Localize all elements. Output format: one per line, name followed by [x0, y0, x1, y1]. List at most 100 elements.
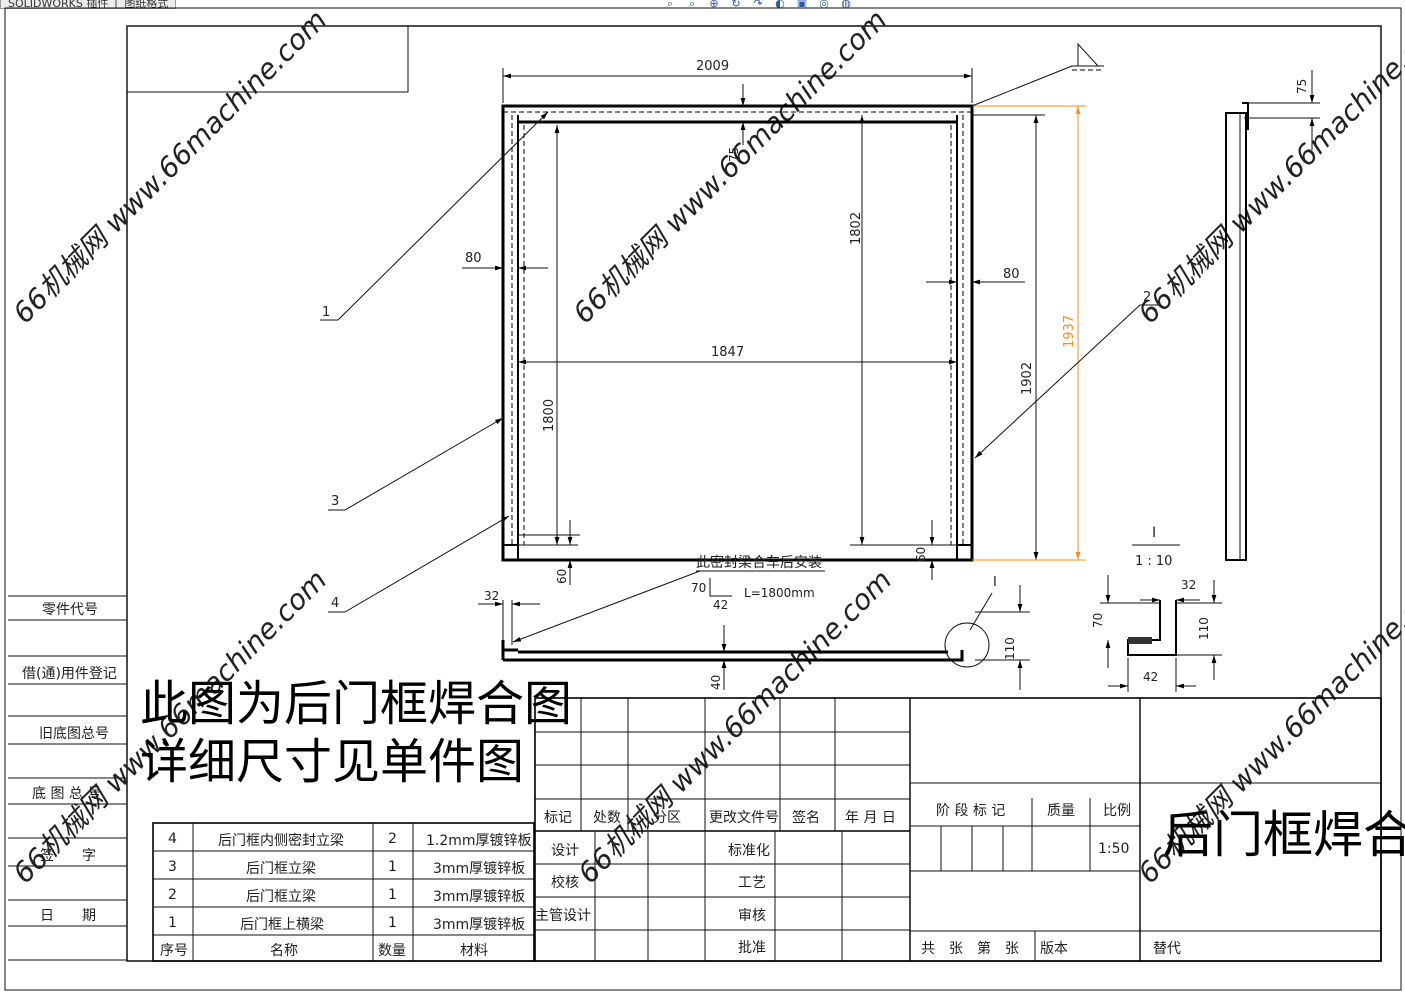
section-icon[interactable]: ▣ [796, 0, 808, 9]
svg-text:后门框内侧密封立梁: 后门框内侧密封立梁 [218, 832, 344, 849]
balloon-3: 3 [328, 417, 504, 511]
right-foot [956, 544, 972, 560]
strip-label: 底 图 总 号 [32, 786, 101, 802]
note-line-2: 详细尺寸见单件图 [140, 734, 524, 790]
svg-text:1: 1 [168, 915, 177, 931]
dim-label: 2009 [696, 59, 729, 74]
svg-text:后门框立梁: 后门框立梁 [246, 889, 316, 905]
watermark-text: 66机械网 www.66machine.com [572, 563, 899, 890]
title-block: 标记 处数 分区 更改文件号 签名 年 月 日 设计 校核 主管设计 标准化 工… [534, 697, 1405, 962]
dim-label: 32 [484, 589, 499, 603]
dim-label: 1902 [1020, 362, 1035, 395]
watermark-text: 66机械网 www.66machine.com [567, 3, 894, 330]
corner-code-box [126, 25, 409, 93]
balloon-2: 2 [974, 290, 1158, 459]
detail-view-i: I 1 : 10 70 32 110 42 [1091, 525, 1222, 692]
zoom-area-icon[interactable]: ⌕ [688, 0, 696, 9]
rotate-icon[interactable]: ↻ [731, 0, 741, 9]
dim-label: 1800 [542, 399, 557, 432]
role-label: 主管设计 [535, 908, 591, 924]
dim-label: 75 [727, 147, 741, 162]
rev-header: 年 月 日 [845, 810, 896, 826]
balloon-text: 3 [331, 494, 339, 509]
svg-text:1: 1 [388, 859, 397, 875]
balloon-text: 1 [322, 305, 330, 320]
display-icon[interactable]: ◎ [819, 0, 829, 9]
dim-label: 60 [914, 547, 928, 562]
version-label: 版本 [1040, 941, 1068, 957]
role-label: 工艺 [738, 875, 766, 891]
dim-label: 40 [709, 675, 723, 690]
role-label: 标准化 [728, 843, 770, 859]
bom-table: 4 后门框内侧密封立梁 2 1.2mm厚镀锌板 3 后门框立梁 1 3mm厚镀锌… [152, 822, 535, 962]
dim-top-beam-75: 75 [727, 84, 746, 162]
strip-label: 借(通)用件登记 [22, 666, 117, 682]
strip-label: 旧底图总号 [39, 726, 109, 742]
hide-show-icon[interactable]: ◍ [841, 0, 851, 9]
role-label: 审核 [738, 908, 766, 924]
dim-label: 110 [1003, 637, 1017, 660]
frame-outer-outline [501, 104, 974, 562]
seal-size-70: 70 [691, 581, 706, 595]
balloon-4: 4 [328, 515, 510, 613]
detail-title: I [1152, 525, 1156, 541]
strip-label: 签 字 [40, 847, 96, 864]
dim-left-80: 80 [462, 251, 548, 271]
dim-label: 1802 [849, 212, 864, 245]
dim-total-height-1937[interactable]: 1937 [972, 105, 1086, 561]
weld-symbol [971, 42, 1104, 107]
dim-right-80: 80 [926, 267, 1025, 285]
svg-text:材料: 材料 [460, 943, 488, 959]
dim-label: 110 [1197, 617, 1211, 640]
dim-label: 42 [1143, 670, 1158, 684]
rev-header: 签名 [792, 809, 820, 826]
strip-label: 零件代号 [42, 602, 98, 618]
scale-label: 比例 [1103, 803, 1131, 819]
dim-top-width: 2009 [502, 59, 973, 103]
svg-text:名称: 名称 [270, 943, 298, 959]
left-foot [503, 544, 519, 560]
svg-text:3: 3 [168, 859, 177, 875]
dim-height-1802: 1802 [849, 115, 957, 546]
dim-left-1800: 1800 [518, 125, 578, 546]
svg-text:3mm厚镀锌板: 3mm厚镀锌板 [433, 916, 525, 933]
svg-text:序号: 序号 [160, 943, 188, 959]
bom-header: 序号 名称 数量 材料 [160, 943, 488, 959]
detail-tag: I [993, 575, 997, 590]
role-label: 校核 [551, 874, 579, 891]
rev-header: 更改文件号 [709, 810, 779, 826]
balloon-1: 1 [320, 111, 549, 321]
svg-text:数量: 数量 [378, 943, 406, 959]
dim-inner-width-1847: 1847 [518, 345, 957, 365]
dim-right-1902: 1902 [972, 114, 1045, 560]
redo-icon[interactable]: ↷ [753, 0, 763, 9]
side-view: 75 [1225, 70, 1320, 561]
svg-text:1: 1 [388, 915, 397, 931]
left-register-strip: 零件代号 借(通)用件登记 旧底图总号 底 图 总 号 签 字 日 期 [8, 595, 127, 961]
drawing-title: 后门框焊合 [1163, 806, 1405, 864]
zoom-fit-icon[interactable]: ⌕ [666, 0, 674, 9]
view-toolbar: ⌕ ⌕ ⊕ ↻ ↷ ◐ ▣ ◎ ◍ [662, 0, 854, 9]
bom-row: 4 后门框内侧密封立梁 2 1.2mm厚镀锌板 [168, 831, 532, 849]
rev-header: 处数 [593, 810, 621, 826]
svg-text:后门框上横梁: 后门框上横梁 [240, 917, 324, 933]
watermark-text: 66机械网 www.66machine.com [7, 3, 334, 330]
sheet-label: 共 张 第 张 [921, 940, 1019, 957]
bom-row: 3 后门框立梁 1 3mm厚镀锌板 [168, 859, 525, 877]
stage-label: 阶 段 标 记 [936, 803, 1005, 819]
dim-label: 80 [1003, 267, 1020, 282]
dim-label: 80 [465, 251, 482, 266]
scale-value: 1:50 [1098, 841, 1129, 857]
mass-label: 质量 [1047, 803, 1075, 819]
balloon-text: 4 [331, 596, 339, 611]
rev-header: 分区 [653, 810, 681, 826]
note-line-1: 此图为后门框焊合图 [140, 676, 572, 732]
svg-text:2: 2 [168, 887, 177, 903]
dim-label: 75 [1295, 79, 1309, 94]
zoom-in-icon[interactable]: ⊕ [709, 0, 719, 9]
bom-row: 1 后门框上横梁 1 3mm厚镀锌板 [168, 915, 525, 933]
dim-label: 1847 [711, 345, 744, 360]
front-view [501, 104, 974, 562]
appearance-icon[interactable]: ◐ [775, 0, 785, 9]
